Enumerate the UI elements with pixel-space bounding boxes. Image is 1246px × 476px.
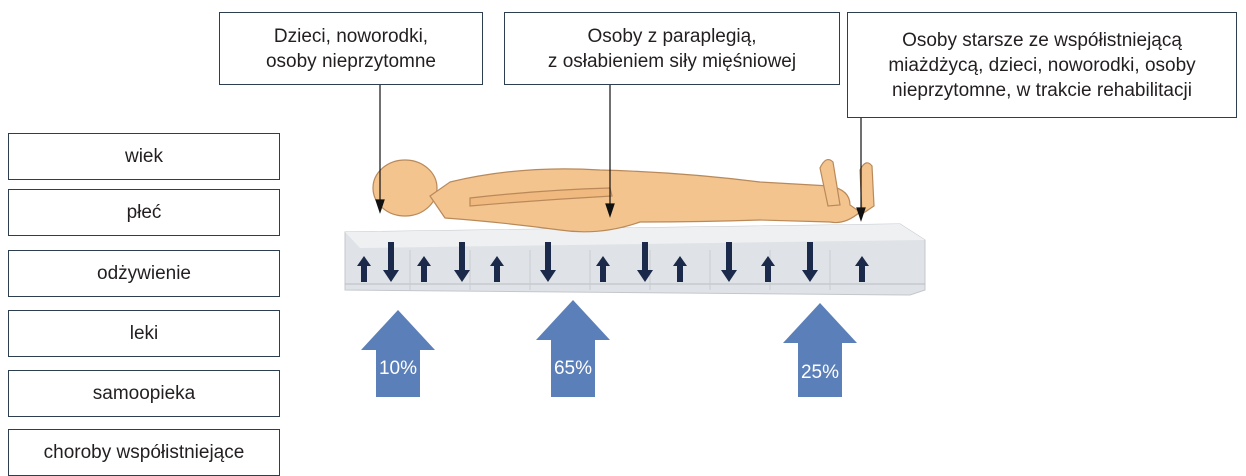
callout-text: Osoby starsze ze współistniejącą miażdży… — [888, 28, 1195, 103]
pressure-label-head: 10% — [361, 358, 435, 380]
callout-head: Dzieci, noworodki, osoby nieprzytomne — [219, 12, 483, 85]
callout-text: Osoby z paraplegią, z osłabieniem siły m… — [548, 24, 796, 74]
pressure-label-torso: 65% — [536, 358, 610, 380]
mattress — [345, 224, 925, 295]
pressure-label-feet: 25% — [783, 362, 857, 384]
callout-feet: Osoby starsze ze współistniejącą miażdży… — [847, 12, 1237, 118]
pressure-arrow-torso — [536, 300, 610, 397]
patient-body — [373, 160, 874, 232]
pressure-arrow-head — [361, 310, 435, 397]
callout-text: Dzieci, noworodki, osoby nieprzytomne — [266, 24, 436, 74]
callout-torso: Osoby z paraplegią, z osłabieniem siły m… — [504, 12, 840, 85]
